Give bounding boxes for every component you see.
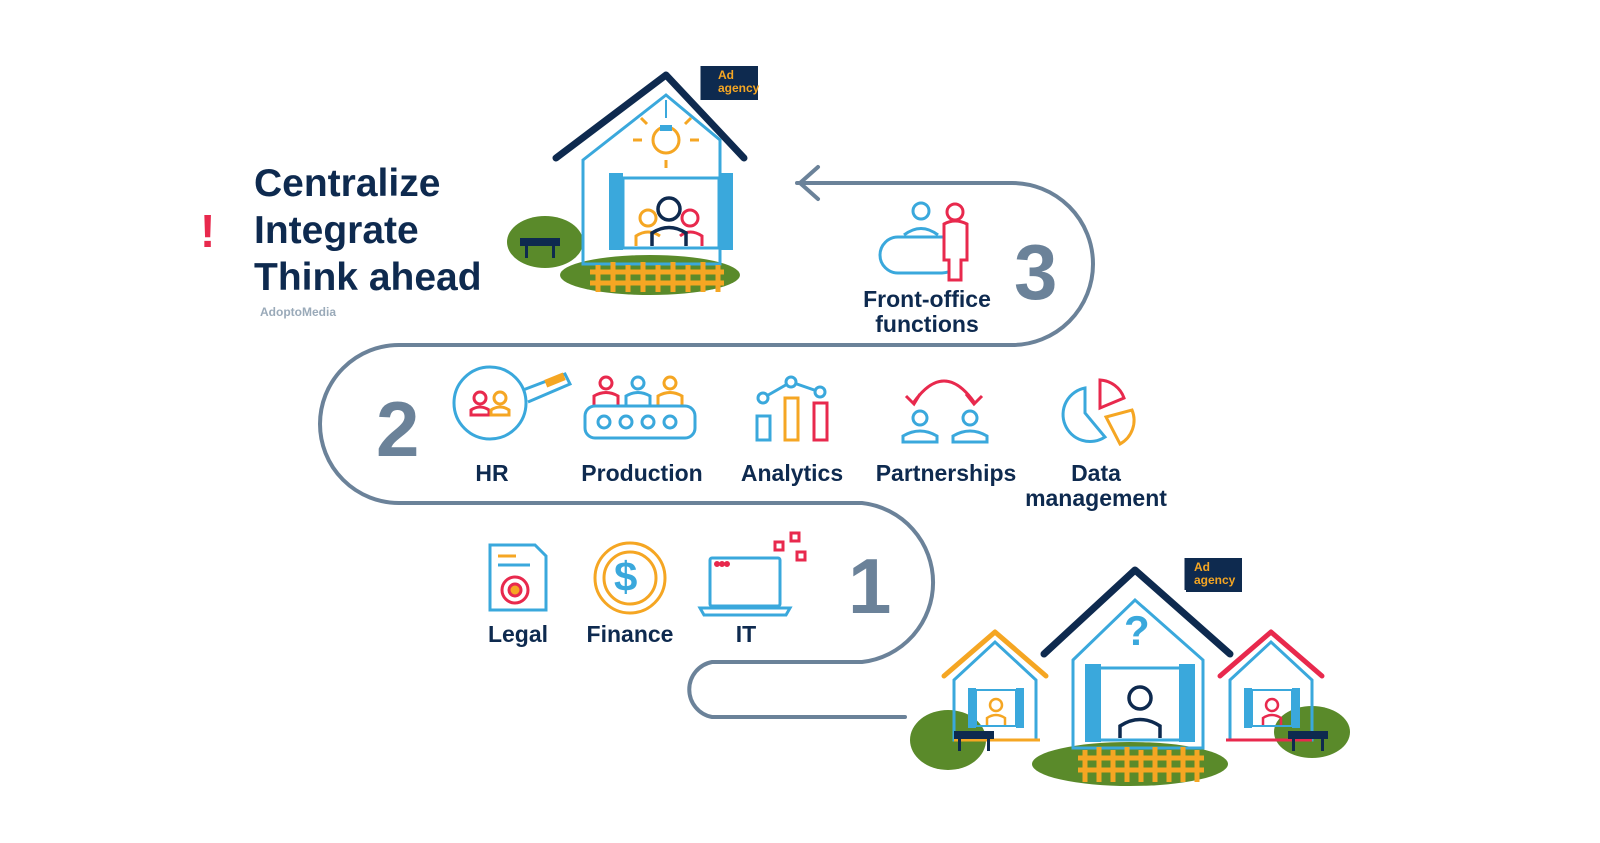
it-label: IT: [735, 621, 757, 647]
document-seal-icon: [488, 543, 548, 612]
exclamation-mark: !: [200, 205, 216, 257]
headline-line-integrate: Integrate: [254, 209, 419, 252]
hr-label: HR: [475, 460, 509, 486]
step-3-number: 3: [1014, 228, 1058, 316]
step-1-number: 1: [848, 542, 892, 630]
data-management-label: Data management: [1025, 461, 1167, 511]
step-2-number: 2: [376, 385, 420, 473]
brand-label: AdoptoMedia: [260, 305, 336, 319]
data-management-line2: management: [1025, 485, 1167, 511]
step-3-label: Front-office functions: [863, 287, 991, 337]
partnerships-label: Partnerships: [875, 460, 1017, 486]
bottom-flag-line2: agency: [1194, 573, 1236, 587]
front-office-line2: functions: [875, 311, 979, 337]
path-arrowhead: [798, 165, 820, 201]
magnifier-people-icon: [452, 365, 573, 441]
bottom-houses: [910, 558, 1350, 786]
headline-line-centralize: Centralize: [254, 162, 441, 205]
laptop-icon: [697, 531, 807, 617]
top-flag-line1: Ad: [718, 68, 734, 82]
exchange-people-icon: [901, 379, 989, 444]
question-mark-icon: ?: [1124, 607, 1150, 654]
winding-path: [318, 181, 1095, 719]
production-label: Production: [581, 460, 703, 486]
bottom-flag-text: Ad agency: [1194, 561, 1235, 587]
analytics-label: Analytics: [740, 460, 844, 486]
headline-line-think-ahead: Think ahead: [254, 256, 482, 299]
front-desk-icon: [878, 201, 969, 282]
bar-chart-icon: [755, 375, 829, 442]
top-flag-text: Ad agency: [718, 69, 759, 95]
front-office-line1: Front-office: [863, 286, 991, 312]
dollar-coin-icon: [593, 541, 667, 615]
finance-label: Finance: [586, 621, 674, 647]
dollar-glyph-icon: $: [614, 553, 638, 600]
top-house: [507, 66, 758, 295]
conveyor-people-icon: [583, 375, 697, 440]
headline: Centralize Integrate Think ahead: [254, 160, 482, 301]
top-flag-line2: agency: [718, 81, 760, 95]
bottom-flag-line1: Ad: [1194, 560, 1210, 574]
bottom-flag: [1186, 558, 1242, 592]
pie-chart-icon: [1061, 378, 1136, 447]
legal-label: Legal: [487, 621, 549, 647]
data-management-line1: Data: [1071, 460, 1121, 486]
top-flag: [702, 66, 758, 100]
